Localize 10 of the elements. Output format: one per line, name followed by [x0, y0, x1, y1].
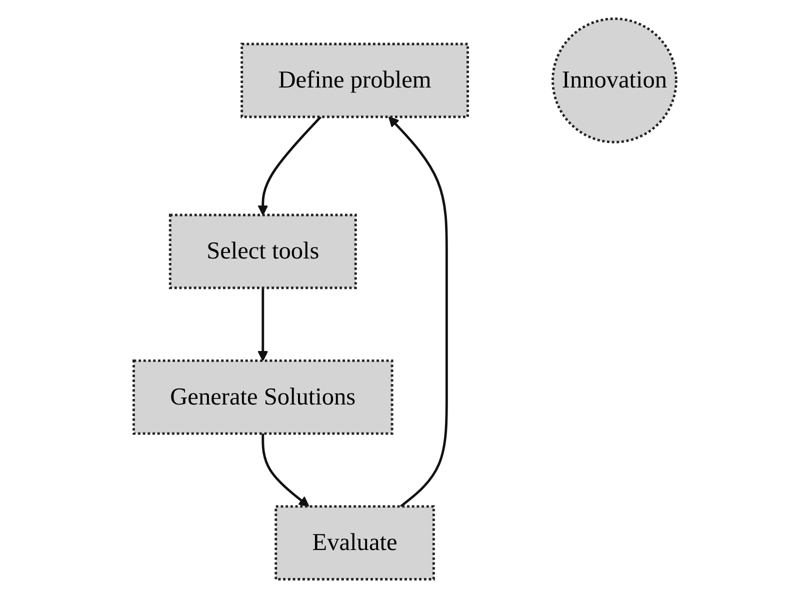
arrow — [258, 288, 268, 362]
node-box — [168, 214, 357, 290]
flowchart: Define problem Evaluate Innovation Select tools Generate Solutions — [124, 9, 686, 589]
arrow — [388, 116, 448, 508]
arrow — [262, 434, 310, 507]
node-box — [274, 505, 435, 580]
node-circle — [552, 18, 678, 144]
arrow — [258, 116, 322, 216]
node-box — [132, 360, 394, 435]
node-box — [240, 42, 470, 118]
